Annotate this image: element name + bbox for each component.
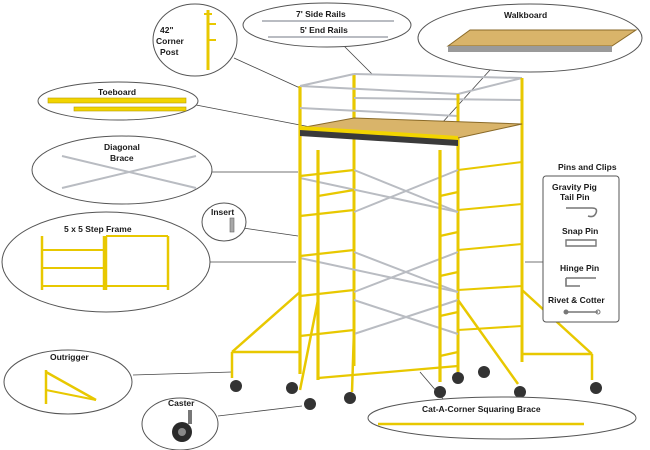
- caster-label: Caster: [168, 398, 195, 408]
- back-frame: [456, 120, 524, 372]
- rivet-cotter-icon: [563, 309, 601, 315]
- pins-box: [542, 175, 620, 323]
- leader-insert: [242, 227, 299, 237]
- squaring-brace-label: Cat-A-Corner Squaring Brace: [422, 404, 541, 414]
- corner-post-label-3: Post: [160, 47, 179, 57]
- side-rails-label: 7' Side Rails: [296, 9, 346, 19]
- outrigger-image: [44, 370, 97, 404]
- platform: [299, 117, 523, 146]
- gravity-pin-label-1: Gravity Pig: [552, 182, 597, 192]
- top-guardrails: [299, 73, 524, 132]
- caster-image: [172, 410, 192, 442]
- leader-lines: [132, 39, 543, 417]
- hinge-pin-label: Hinge Pin: [560, 263, 599, 273]
- callout-walkboard: Walkboard: [417, 3, 643, 73]
- diagonal-brace-label-1: Diagonal: [104, 142, 140, 152]
- end-rails-label: 5' End Rails: [300, 25, 348, 35]
- snap-pin-label: Snap Pin: [562, 226, 598, 236]
- leader-toeboard: [195, 104, 327, 131]
- outrigger-label: Outrigger: [50, 352, 89, 362]
- callout-rails: 7' Side Rails 5' End Rails: [242, 2, 412, 48]
- gravity-pin-label-2: Tail Pin: [560, 192, 590, 202]
- pins-title: Pins and Clips: [558, 162, 617, 172]
- corner-post-label-1: 42": [160, 25, 174, 35]
- leader-corner-post: [233, 57, 301, 89]
- step-frame-label: 5 x 5 Step Frame: [64, 224, 132, 234]
- callout-diagonal-brace: Diagonal Brace: [31, 135, 213, 205]
- callout-outrigger: Outrigger: [3, 349, 133, 415]
- toeboard-image-1: [47, 97, 187, 104]
- scaffold-tower: [230, 73, 602, 410]
- gravity-pin-icon: [566, 207, 598, 218]
- callout-corner-post: 42" Corner Post: [152, 3, 238, 77]
- callout-squaring-brace: Cat-A-Corner Squaring Brace: [367, 396, 637, 440]
- callout-step-frame: 5 x 5 Step Frame: [1, 211, 211, 313]
- squaring-brace-bar: [317, 364, 459, 380]
- callout-insert: Insert: [201, 202, 247, 242]
- callout-caster: Caster: [141, 397, 219, 450]
- diagonal-brace-label-2: Brace: [110, 153, 134, 163]
- callout-toeboard: Toeboard: [37, 81, 199, 121]
- hinge-pin-icon: [565, 277, 596, 287]
- step-frame-image: [40, 235, 170, 290]
- insert-label: Insert: [211, 207, 234, 217]
- leader-outrigger: [132, 371, 233, 376]
- casters: [230, 366, 602, 410]
- toeboard-image-2: [73, 106, 187, 112]
- corner-post-label-2: Corner: [156, 36, 185, 46]
- toeboard-label: Toeboard: [98, 87, 136, 97]
- pins-and-clips-panel: Pins and Clips Gravity Pig Tail Pin Snap…: [542, 162, 620, 323]
- rivet-cotter-label: Rivet & Cotter: [548, 295, 605, 305]
- walkboard-image: [446, 29, 638, 47]
- walkboard-label: Walkboard: [504, 10, 547, 20]
- outriggers: [230, 289, 594, 393]
- insert-image: [229, 217, 235, 233]
- leader-caster: [217, 405, 303, 417]
- snap-pin-icon: [565, 239, 597, 247]
